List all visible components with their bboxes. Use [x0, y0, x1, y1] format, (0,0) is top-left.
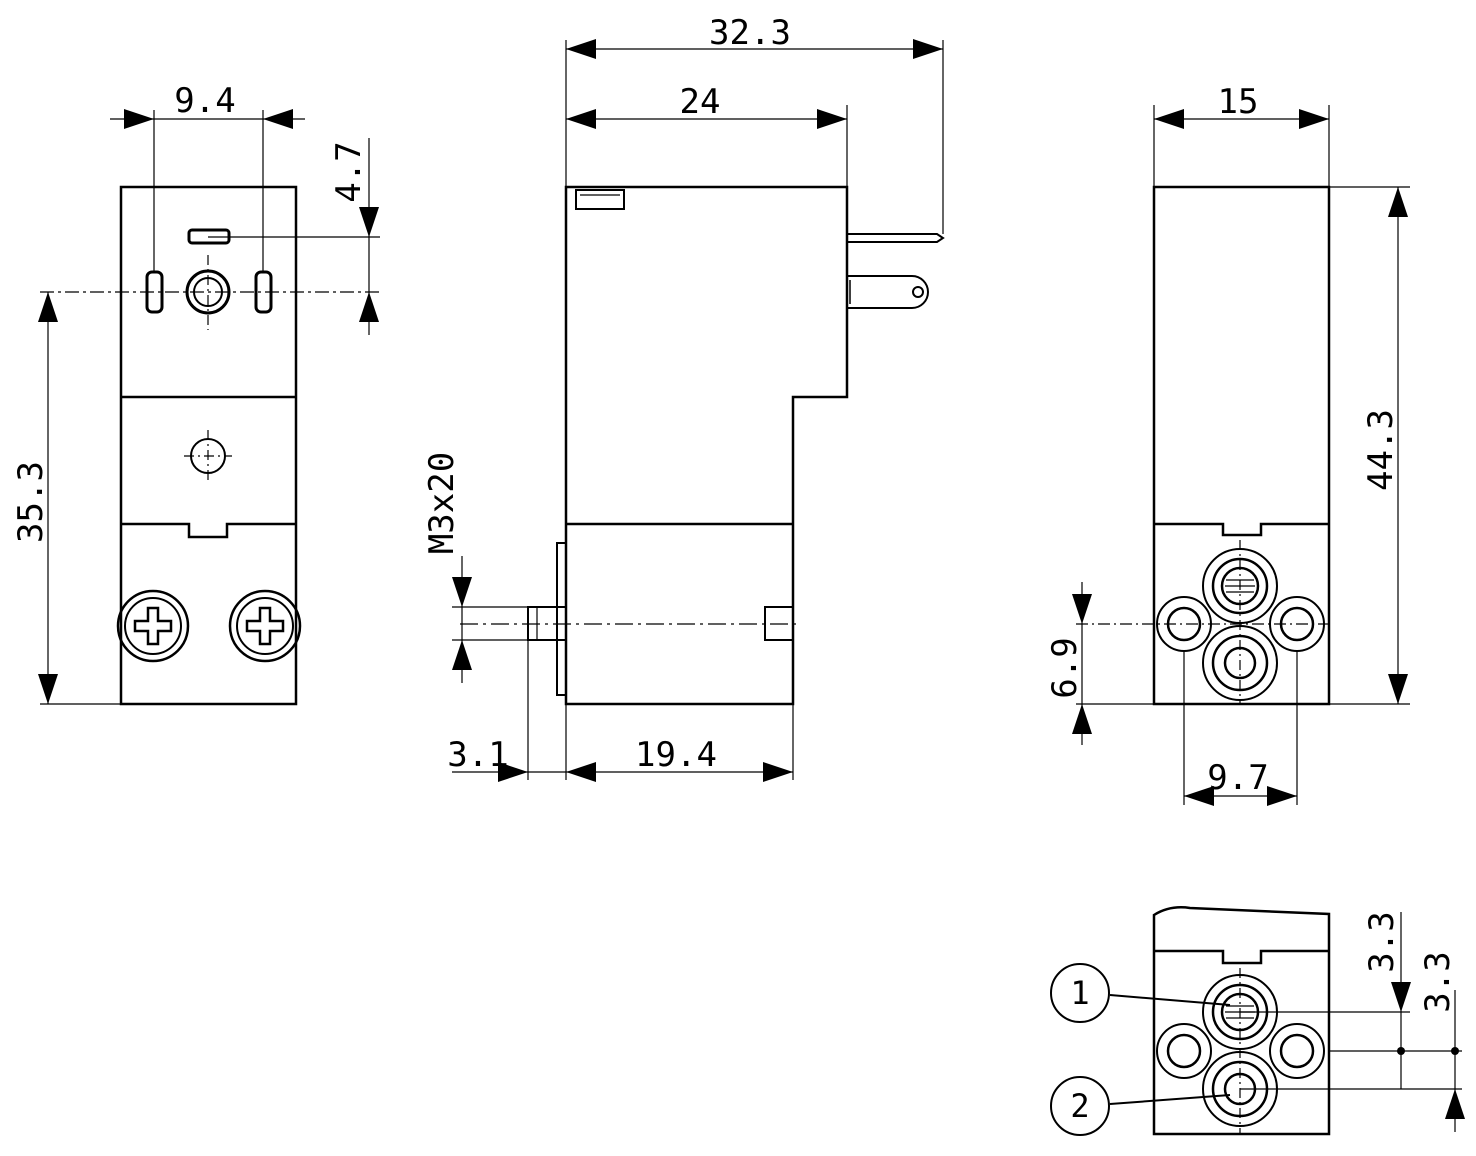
- detail-view: [1050, 906, 1465, 1136]
- port-1-label: 1: [1070, 974, 1089, 1012]
- screw-left: [116, 589, 190, 663]
- dim-right-hole-spacing: 9.7: [1207, 758, 1268, 798]
- dim-side-base-length: 19.4: [635, 735, 717, 775]
- front-view: [38, 109, 380, 706]
- port-2-label: 2: [1070, 1087, 1089, 1125]
- dim-right-port-height: 6.9: [1045, 637, 1085, 698]
- dim-side-body-length: 24: [680, 82, 721, 122]
- dim-port-offset-bottom: 3.3: [1418, 951, 1458, 1012]
- screw-right: [228, 589, 302, 663]
- dim-front-height: 35.3: [11, 461, 51, 543]
- dim-side-overall-length: 32.3: [709, 13, 791, 53]
- dim-side-screw: M3x20: [422, 452, 462, 554]
- dim-front-pin-spacing: 9.4: [174, 81, 235, 121]
- side-view: [452, 39, 945, 782]
- dim-right-height: 44.3: [1361, 409, 1401, 491]
- dimension-dot: [1397, 1047, 1405, 1055]
- dim-right-width: 15: [1218, 82, 1259, 122]
- dim-side-stub: 3.1: [447, 735, 508, 775]
- dim-port-offset-top: 3.3: [1362, 911, 1402, 972]
- right-view: [1072, 105, 1410, 806]
- dim-front-pin-offset: 4.7: [329, 141, 369, 202]
- dimension-dot: [1451, 1047, 1459, 1055]
